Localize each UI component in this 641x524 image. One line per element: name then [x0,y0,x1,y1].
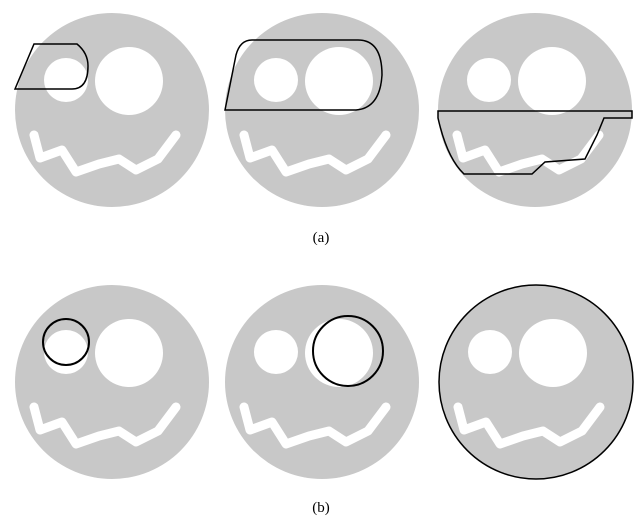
contour-a2 [224,39,383,111]
caption-row-a: (a) [312,230,330,246]
contour-b3 [438,284,634,480]
panel-a3 [438,13,632,207]
panel-b3 [439,285,633,479]
panel-b1 [15,285,209,479]
contour-a3 [437,110,633,175]
contour-b1 [42,318,90,366]
contour-b2 [312,315,384,387]
caption-row-b: (b) [312,500,330,516]
panel-b2 [225,285,419,479]
panel-a2 [225,13,419,207]
panel-a1 [15,13,209,207]
contour-a1 [13,43,89,90]
